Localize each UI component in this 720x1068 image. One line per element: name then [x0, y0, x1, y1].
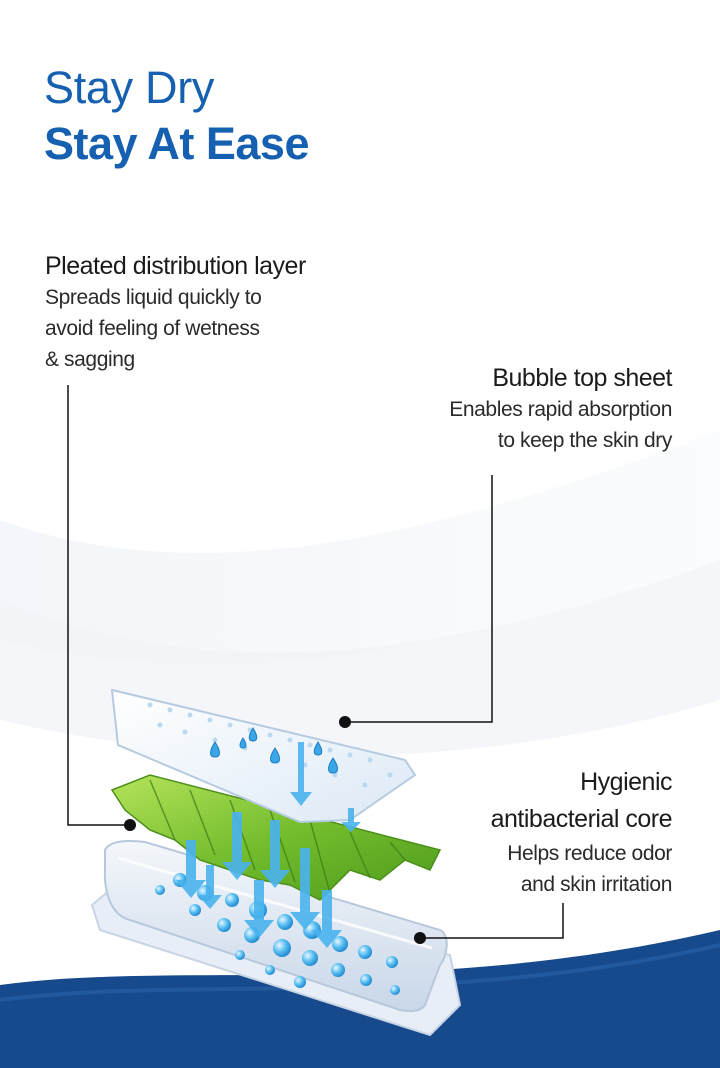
headline-stay-at-ease: Stay At Ease [44, 118, 309, 169]
callout-bubble-top-sheet: Bubble top sheet Enables rapid absorptio… [372, 362, 672, 456]
callout-heading: Bubble top sheet [492, 364, 672, 392]
callout-body-line: and skin irritation [520, 873, 673, 896]
callout-body: Helps reduce odor and skin irritation [372, 838, 672, 900]
callout-body-line: Spreads liquid quickly to [45, 286, 262, 309]
headline-stay-dry: Stay Dry [44, 62, 215, 113]
callout-body: Spreads liquid quickly to avoid feeling … [45, 282, 385, 375]
callout-heading: Pleated distribution layer [45, 252, 306, 280]
callout-heading-line: antibacterial core [490, 805, 673, 833]
callout-pleated-distribution-layer: Pleated distribution layer Spreads liqui… [45, 250, 385, 375]
callout-antibacterial-core: Hygienic antibacterial core Helps reduce… [372, 764, 673, 900]
callout-body: Enables rapid absorption to keep the ski… [372, 394, 672, 456]
callout-body-line: Enables rapid absorption [449, 398, 672, 421]
callout-body-line: Helps reduce odor [507, 842, 672, 865]
callout-body-line: to keep the skin dry [497, 429, 673, 452]
callout-heading-line: Hygienic [580, 768, 672, 796]
callout-heading: Hygienic antibacterial core [372, 764, 673, 838]
callout-body-line: & sagging [45, 348, 135, 371]
callout-body-line: avoid feeling of wetness [45, 317, 260, 340]
